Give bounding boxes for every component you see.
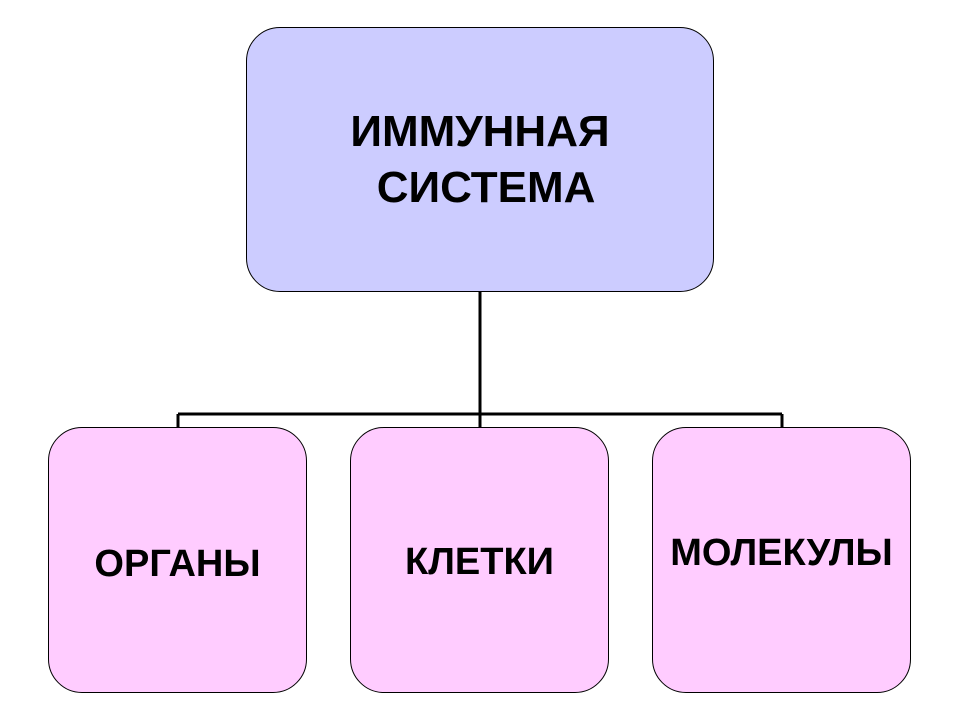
- child-node-organs: ОРГАНЫ: [48, 427, 307, 693]
- child-node-cells: КЛЕТКИ: [350, 427, 609, 693]
- child-node-cells-label: КЛЕТКИ: [405, 540, 554, 583]
- child-node-molecules: МОЛЕКУЛЫ: [652, 427, 911, 693]
- root-label-line2: СИСТЕМА: [364, 162, 596, 212]
- root-node-label: ИММУННАЯ СИСТЕМА: [350, 104, 609, 216]
- child-node-organs-label: ОРГАНЫ: [94, 542, 261, 585]
- root-label-line1: ИММУННАЯ: [350, 106, 610, 156]
- child-node-molecules-label: МОЛЕКУЛЫ: [670, 531, 893, 574]
- root-node-immune-system: ИММУННАЯ СИСТЕМА: [246, 27, 714, 292]
